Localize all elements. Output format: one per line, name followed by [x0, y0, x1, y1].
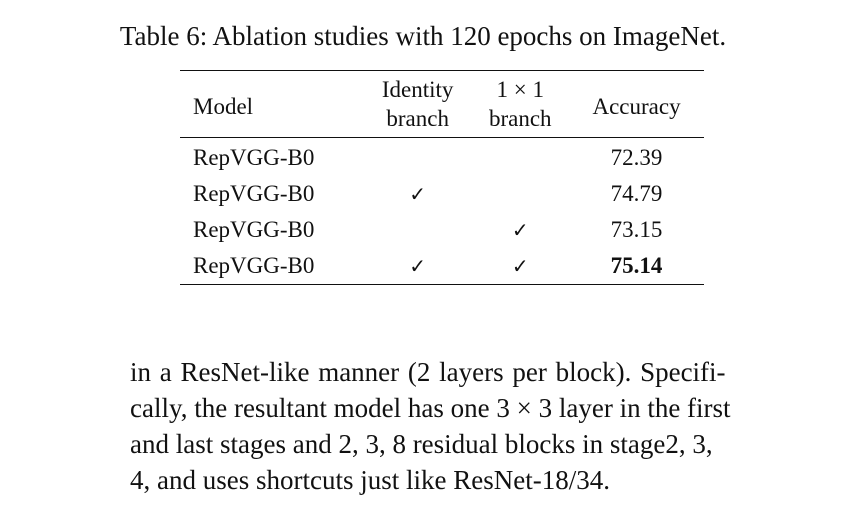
paragraph-line: cally, the resultant model has one 3 × 3…: [130, 393, 731, 423]
header-identity-line1: Identity: [381, 77, 454, 102]
cell-model: RepVGG-B0: [193, 217, 315, 242]
cell-one-by-one-check: [471, 138, 569, 177]
ablation-table-container: Model Identity 1 × 1 Accuracy branch bra…: [180, 70, 704, 285]
cell-one-by-one-check: ✓: [511, 254, 529, 278]
cell-accuracy: 73.15: [610, 217, 663, 242]
cell-accuracy: 74.79: [610, 181, 663, 206]
cell-accuracy-best: 75.14: [610, 253, 663, 278]
cell-model: RepVGG-B0: [193, 181, 315, 206]
paragraph-line: in a ResNet-like manner (2 layers per bl…: [130, 357, 726, 387]
cell-identity-check: ✓: [409, 182, 427, 206]
cell-one-by-one-check: ✓: [511, 218, 529, 242]
paragraph-line: and last stages and 2, 3, 8 residual blo…: [130, 429, 713, 459]
header-model: Model: [193, 93, 254, 119]
table-row: RepVGG-B0 ✓ 73.15: [180, 212, 704, 248]
cell-model: RepVGG-B0: [193, 145, 315, 170]
cell-identity-check: [364, 212, 472, 248]
header-one-by-one-line2: branch: [488, 106, 552, 131]
paragraph-line: 4, and uses shortcuts just like ResNet-1…: [130, 465, 610, 495]
table-row: RepVGG-B0 ✓ ✓ 75.14: [180, 248, 704, 285]
cell-identity-check: ✓: [409, 254, 427, 278]
table-caption: Table 6: Ablation studies with 120 epoch…: [119, 21, 727, 51]
cell-one-by-one-check: [471, 176, 569, 212]
table-row: RepVGG-B0 ✓ 74.79: [180, 176, 704, 212]
header-identity-line2: branch: [386, 106, 449, 131]
header-accuracy: Accuracy: [592, 93, 681, 119]
body-paragraph: in a ResNet-like manner (2 layers per bl…: [130, 354, 820, 498]
cell-accuracy: 72.39: [610, 145, 663, 170]
header-one-by-one-line1: 1 × 1: [496, 77, 545, 102]
cell-identity-check: [364, 138, 472, 177]
cell-model: RepVGG-B0: [193, 253, 315, 278]
ablation-table: Model Identity 1 × 1 Accuracy branch bra…: [180, 70, 704, 285]
table-row: RepVGG-B0 72.39: [180, 138, 704, 177]
